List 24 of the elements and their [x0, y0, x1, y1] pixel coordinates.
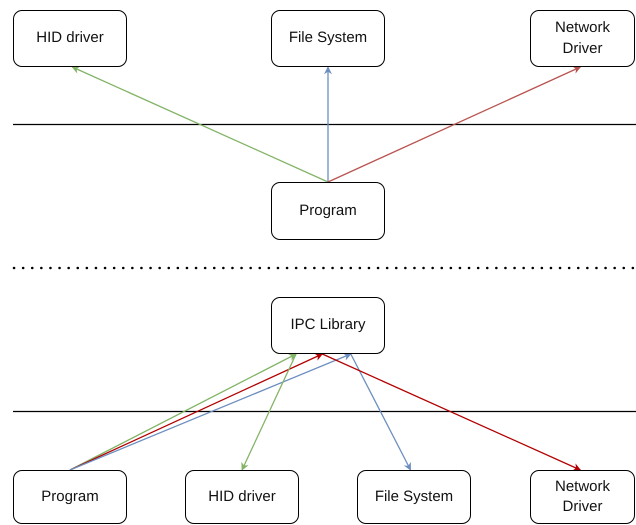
arrow [72, 66, 328, 183]
process-box [530, 470, 635, 524]
process-box [13, 470, 127, 524]
process-box [13, 10, 127, 67]
process-box [271, 297, 385, 354]
process-box [271, 10, 385, 67]
process-box [357, 470, 471, 524]
box-label: HID driver [36, 28, 104, 48]
arrow [328, 66, 582, 183]
arrow [324, 66, 332, 182]
process-box [530, 10, 635, 67]
box-label: Program [41, 486, 99, 507]
arrow [322, 353, 582, 471]
box-label: File System [288, 28, 368, 48]
box-label: HID driver [208, 486, 276, 507]
box-label: IPC Library [290, 315, 366, 336]
arrow [241, 354, 297, 471]
box-label: Network Driver [554, 18, 611, 58]
box-label: Program [299, 200, 357, 221]
arrow [350, 354, 412, 471]
box-label: Network Driver [554, 476, 611, 517]
box-label: File System [374, 486, 454, 507]
process-box [271, 182, 385, 240]
process-box [185, 470, 299, 524]
